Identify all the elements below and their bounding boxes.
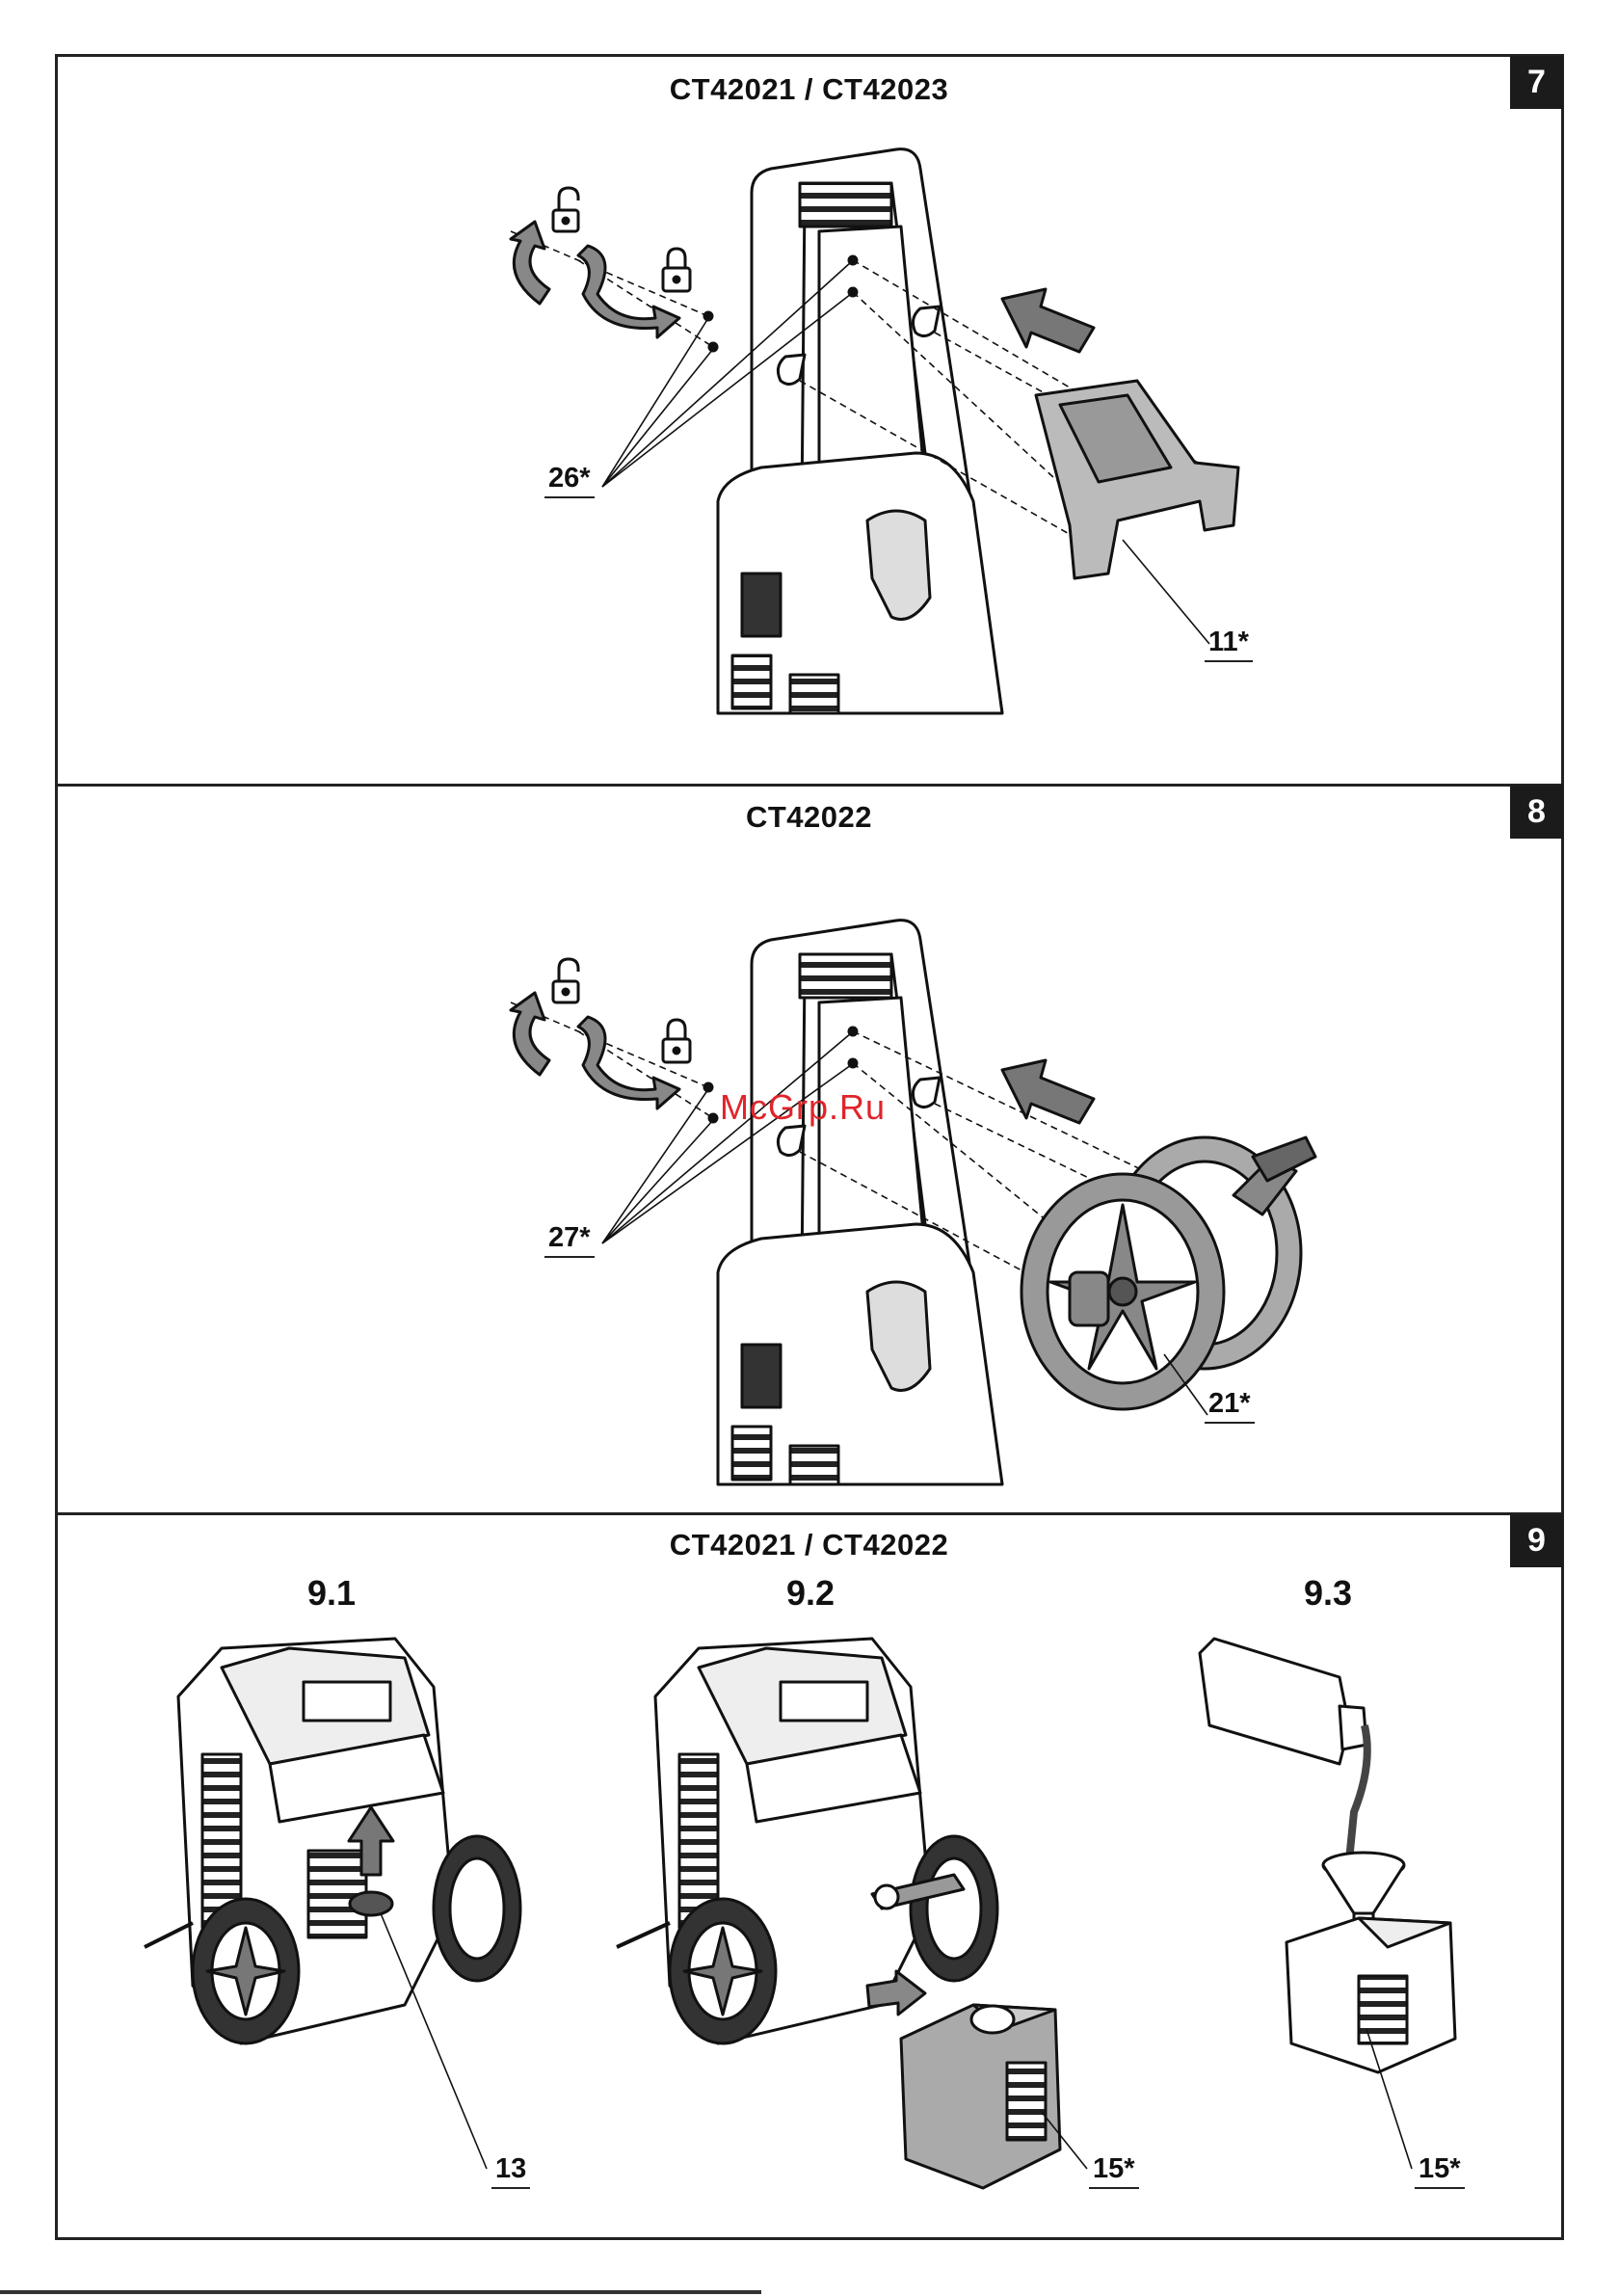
hose-reel (1021, 1137, 1315, 1415)
callout-26: 26* (544, 463, 595, 498)
step-9-1-illustration (145, 1639, 520, 2169)
callout-11: 11* (1205, 627, 1253, 662)
step-9-3-illustration (1200, 1639, 1455, 2169)
lock-icon (663, 249, 690, 291)
callout-27: 27* (544, 1222, 595, 1258)
panel-7-illustration (511, 149, 1238, 713)
callout-15-step-2: 15* (1089, 2153, 1139, 2189)
footer-line (0, 2290, 761, 2294)
watermark: McGrp.Ru (720, 1087, 886, 1128)
callout-21: 21* (1205, 1388, 1255, 1424)
step-9-2-illustration (617, 1639, 1087, 2188)
callout-15-step-3: 15* (1415, 2153, 1465, 2189)
rotate-arrow-icon (511, 222, 549, 304)
unlock-icon (553, 188, 578, 231)
callout-13: 13 (491, 2153, 530, 2189)
push-arrow-icon (1002, 289, 1094, 352)
panel-8-illustration (511, 921, 1315, 1484)
